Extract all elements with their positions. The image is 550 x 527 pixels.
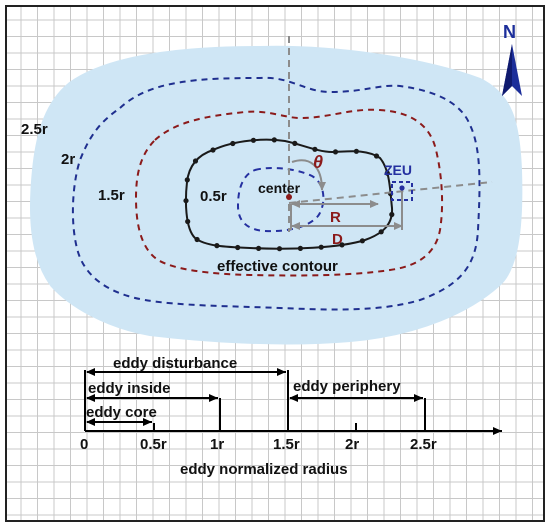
contour-point [312, 146, 318, 152]
contour-point [250, 137, 256, 143]
contour-point [210, 147, 216, 153]
zeu-direction-line [288, 181, 493, 204]
contour-point [194, 236, 200, 243]
contour-point [353, 148, 359, 154]
north-label: N [503, 22, 516, 42]
zeu-dot [399, 185, 405, 191]
label-eddy-disturbance: eddy disturbance [113, 355, 237, 372]
contour-point [359, 238, 365, 244]
tick-0-5r: 0.5r [140, 436, 167, 453]
tick-1r: 1r [210, 436, 224, 453]
effective-contour-label: effective contour [217, 258, 338, 275]
north-arrow-icon: N [502, 22, 522, 96]
center-label: center [258, 180, 301, 196]
contour-point [183, 198, 189, 204]
r-label: R [330, 209, 341, 226]
contour-point [339, 242, 345, 248]
contour-point [292, 140, 298, 146]
radius-scale: eddy disturbance eddy inside eddy core e… [80, 355, 502, 478]
contour-point [256, 245, 262, 251]
label-eddy-core: eddy core [86, 404, 157, 421]
center-dot [286, 194, 292, 200]
contour-point [378, 229, 384, 235]
ring-2r [71, 76, 481, 311]
contour-point [271, 137, 277, 143]
zeu-label: ZEU [384, 162, 412, 178]
contour-point [230, 140, 236, 147]
label-2r: 2r [61, 151, 75, 168]
label-1-5r: 1.5r [98, 187, 125, 204]
tick-1-5r: 1.5r [273, 436, 300, 453]
contour-point [297, 245, 303, 251]
label-2-5r: 2.5r [21, 121, 48, 138]
contour-point [373, 153, 380, 159]
ring-1-5r [134, 108, 444, 277]
axis-label: eddy normalized radius [180, 461, 348, 478]
d-label: D [332, 231, 343, 248]
contour-point [332, 149, 339, 155]
contour-point [214, 243, 220, 249]
tick-0: 0 [80, 436, 88, 453]
contour-point [235, 244, 241, 251]
label-eddy-inside: eddy inside [88, 380, 171, 397]
tick-2-5r: 2.5r [410, 436, 437, 453]
frame-border [5, 5, 545, 522]
contour-point [184, 177, 190, 183]
label-0-5r: 0.5r [200, 188, 227, 205]
contour-point [384, 170, 390, 176]
effective-contour [183, 137, 395, 252]
contour-point [318, 244, 324, 250]
contour-point [192, 158, 199, 164]
contour-point [185, 218, 191, 225]
contour-point [389, 211, 395, 218]
theta-label: θ [313, 152, 323, 172]
contour-point [276, 246, 283, 252]
ring-2-5r-region [30, 45, 523, 345]
label-eddy-periphery: eddy periphery [293, 378, 401, 395]
zeu-box [391, 181, 413, 201]
theta-arc [291, 159, 326, 191]
tick-2r: 2r [345, 436, 359, 453]
